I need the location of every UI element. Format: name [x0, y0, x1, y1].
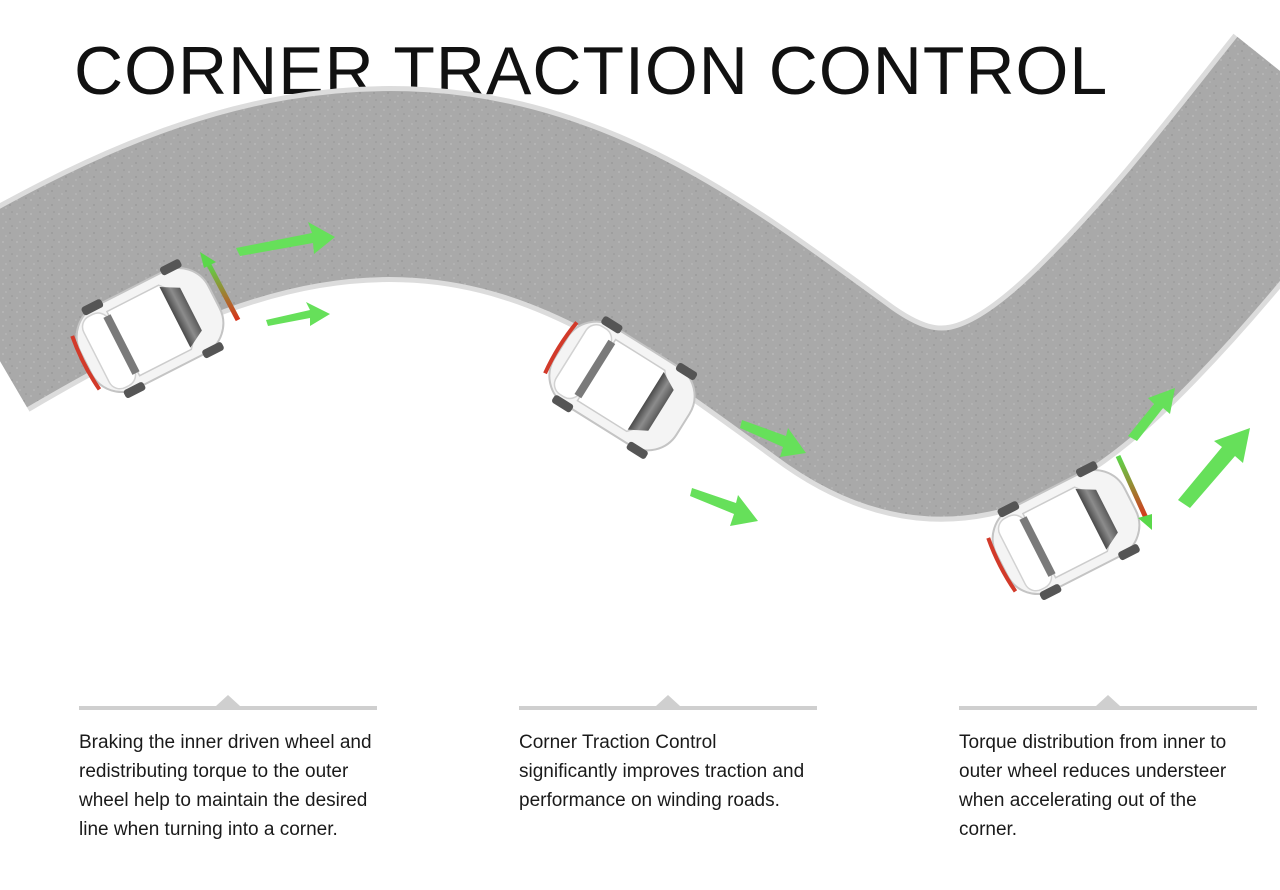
- caption-rule: [519, 695, 817, 710]
- caption-text: Corner Traction Control significantly im…: [519, 732, 805, 811]
- force-arrow-2-outer: [740, 420, 806, 457]
- caption-3: Torque distribution from inner to outer …: [959, 695, 1257, 844]
- page-title: CORNER TRACTION CONTROL: [74, 33, 1109, 109]
- road-surface: [0, 36, 1280, 517]
- force-arrow-1-outer: [236, 222, 335, 256]
- caption-rule: [959, 695, 1257, 710]
- force-arrow-2-inner: [690, 488, 758, 526]
- torque-arrow-3: [1115, 454, 1152, 530]
- caption-2: Corner Traction Control significantly im…: [519, 695, 817, 815]
- caption-text: Torque distribution from inner to outer …: [959, 732, 1227, 840]
- caption-1: Braking the inner driven wheel and redis…: [79, 695, 377, 844]
- caption-pointer: [656, 695, 680, 706]
- torque-arrow-1: [200, 252, 241, 322]
- caption-pointer: [216, 695, 240, 706]
- force-arrow-3-outer: [1178, 428, 1250, 508]
- force-arrow-1-inner: [266, 302, 330, 326]
- caption-pointer: [1096, 695, 1120, 706]
- force-arrow-3-inner: [1128, 388, 1175, 441]
- caption-rule: [79, 695, 377, 710]
- caption-text: Braking the inner driven wheel and redis…: [79, 732, 372, 840]
